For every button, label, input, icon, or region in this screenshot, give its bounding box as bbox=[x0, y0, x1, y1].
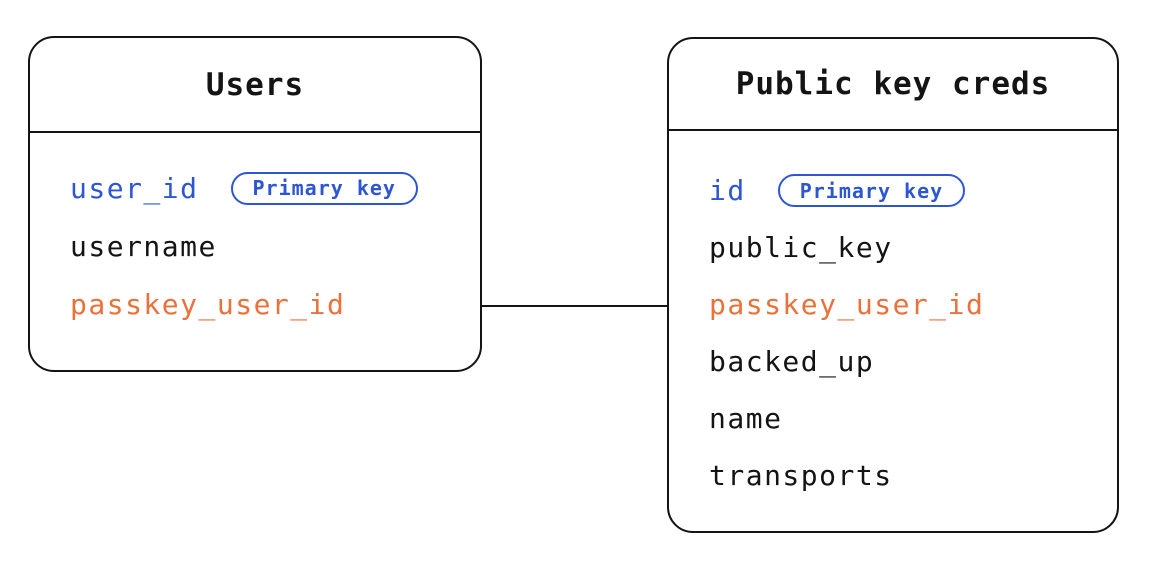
primary-key-badge: Primary key bbox=[230, 171, 418, 205]
field-name-id: id bbox=[709, 174, 746, 207]
field-row-username: username bbox=[70, 217, 480, 275]
field-name-public_key: public_key bbox=[709, 231, 893, 264]
relationship-line bbox=[480, 305, 669, 307]
table-public-key-creds: Public key creds id Primary key public_key… bbox=[667, 37, 1119, 533]
field-row-user_id: user_id Primary key bbox=[70, 159, 480, 217]
table-public-key-creds-header: Public key creds bbox=[669, 39, 1117, 131]
field-name-transports: transports bbox=[709, 459, 893, 492]
field-row-passkey_user_id: passkey_user_id bbox=[709, 276, 1117, 333]
table-public-key-creds-title: Public key creds bbox=[735, 66, 1051, 102]
field-name-user_id: user_id bbox=[70, 171, 199, 205]
field-row-transports: transports bbox=[709, 447, 1117, 504]
field-name-passkey_user_id: passkey_user_id bbox=[70, 287, 346, 321]
field-row-id: id Primary key bbox=[709, 162, 1117, 219]
field-row-passkey_user_id: passkey_user_id bbox=[70, 275, 480, 333]
table-users-title: Users bbox=[205, 66, 305, 103]
field-row-backed_up: backed_up bbox=[709, 333, 1117, 390]
field-name-name: name bbox=[709, 402, 783, 435]
field-name-backed_up: backed_up bbox=[709, 345, 875, 378]
table-users-header: Users bbox=[30, 38, 480, 133]
table-users-fields: user_id Primary key username passkey_user_i… bbox=[30, 133, 480, 333]
primary-key-badge: Primary key bbox=[777, 174, 966, 207]
field-name-passkey_user_id: passkey_user_id bbox=[709, 288, 985, 321]
field-row-name: name bbox=[709, 390, 1117, 447]
field-name-username: username bbox=[70, 229, 217, 263]
table-users: Users user_id Primary key username passkey_… bbox=[28, 36, 482, 372]
field-row-public_key: public_key bbox=[709, 219, 1117, 276]
